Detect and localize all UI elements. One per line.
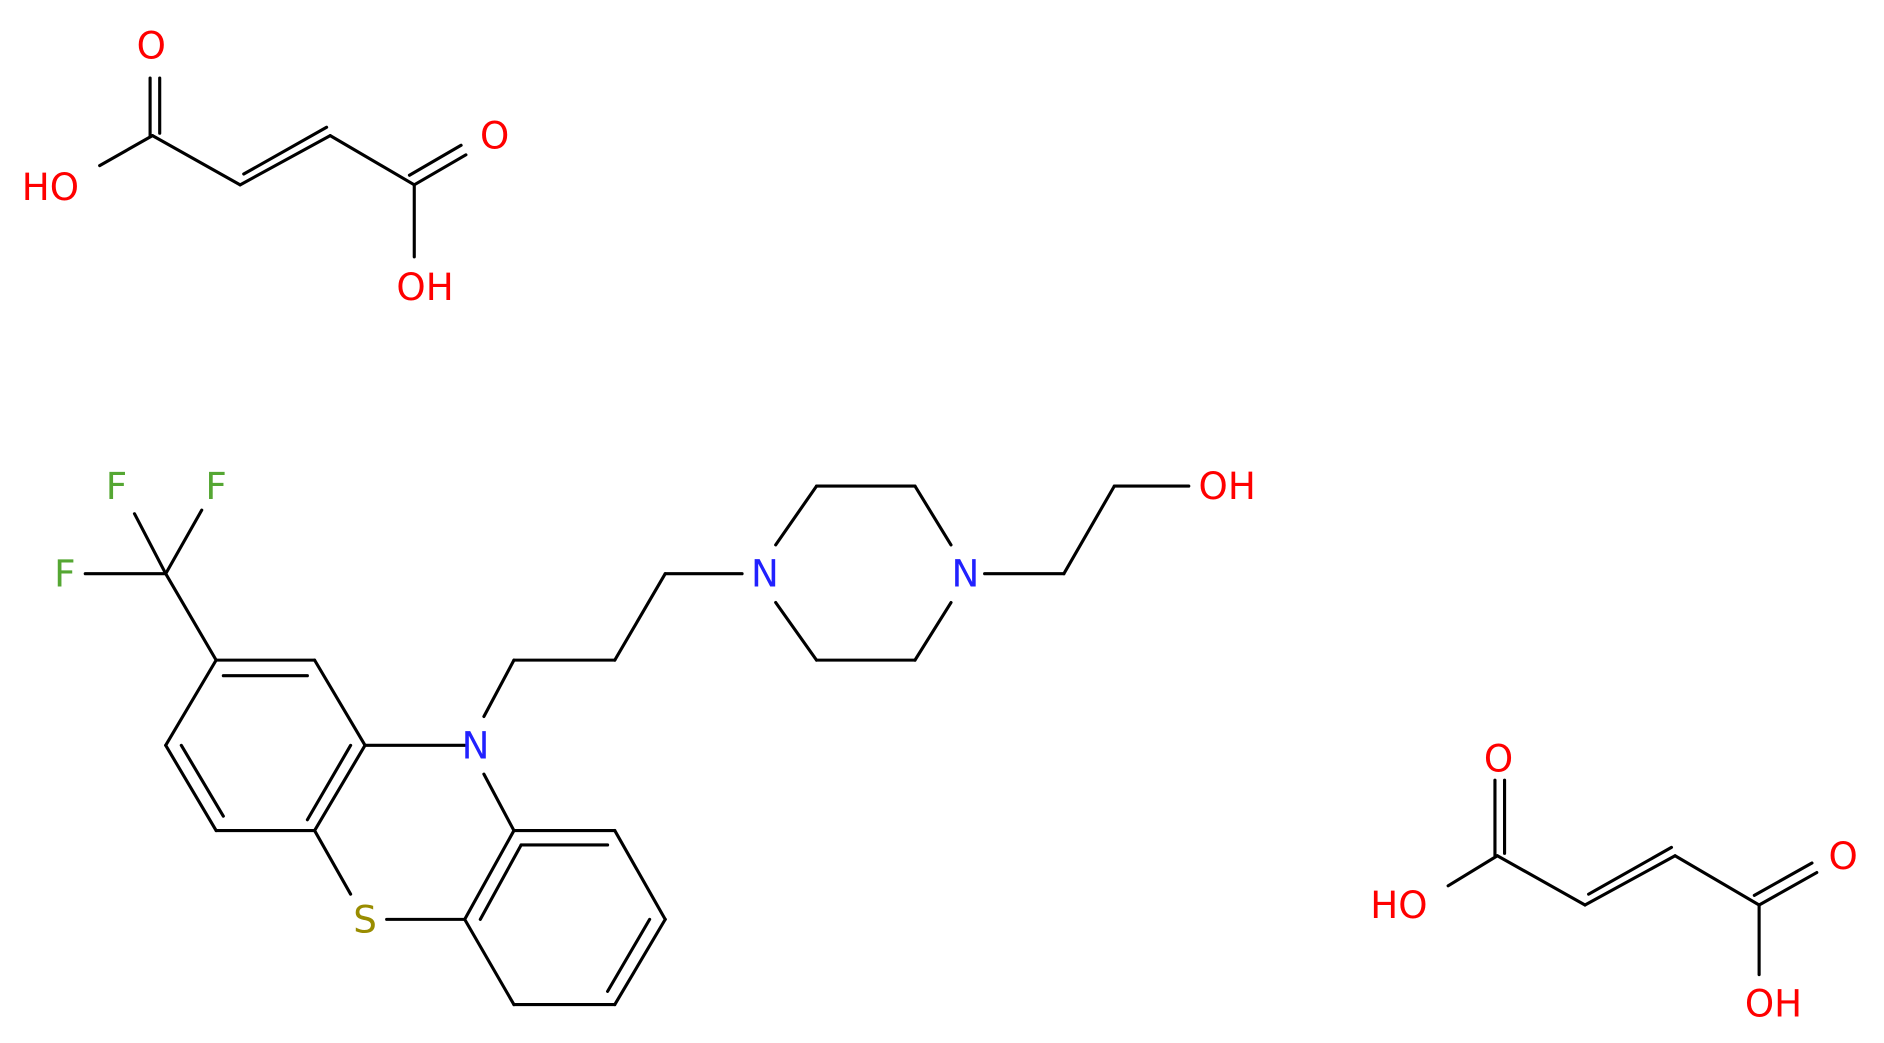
bond — [1757, 871, 1819, 907]
bond — [478, 843, 523, 921]
bond — [913, 600, 953, 662]
bond — [132, 512, 168, 576]
nitrogen-label: N — [462, 723, 490, 767]
bond — [179, 743, 225, 818]
fumaric-acid-bottom: O HO O OH — [1370, 737, 1858, 1026]
bond — [1446, 854, 1499, 888]
bond — [164, 658, 218, 747]
bond — [242, 125, 329, 176]
bond — [606, 917, 652, 993]
bond — [1587, 845, 1674, 896]
nitrogen-label: N — [951, 552, 979, 596]
bond — [238, 134, 332, 187]
bond — [1673, 854, 1761, 907]
bond — [98, 134, 155, 168]
bond — [150, 134, 242, 187]
bond — [613, 572, 667, 662]
bond — [412, 153, 468, 187]
bond — [313, 828, 353, 896]
bond — [463, 917, 516, 1007]
bond — [1583, 854, 1677, 907]
fluorine-label: F — [106, 464, 127, 508]
hydroxyl-label: OH — [396, 265, 453, 309]
bond — [328, 134, 416, 187]
bond — [774, 484, 819, 547]
bond — [613, 828, 667, 921]
bond — [613, 917, 667, 1007]
hydroxyl-label: OH — [1199, 464, 1256, 508]
bond — [913, 484, 953, 547]
oxygen-label: O — [1484, 737, 1513, 781]
bond — [313, 658, 367, 747]
bond — [1495, 854, 1587, 907]
bond — [1752, 861, 1814, 897]
oxygen-label: O — [137, 24, 166, 68]
oxygen-label: O — [1829, 834, 1858, 878]
hydroxyl-label: HO — [1370, 883, 1427, 927]
fluorine-label: F — [54, 552, 75, 596]
bond — [164, 572, 218, 662]
bond — [164, 743, 218, 833]
bond — [1062, 484, 1116, 576]
fluphenazine-molecule: F F F N S N N OH — [54, 464, 1256, 1007]
hydroxyl-label: OH — [1745, 981, 1802, 1025]
fumaric-acid-top: O HO O OH — [22, 24, 510, 309]
bond — [482, 658, 516, 719]
bond — [164, 508, 204, 576]
sulfur-label: S — [353, 897, 377, 941]
bond — [305, 743, 353, 822]
bond — [774, 600, 819, 662]
bond — [482, 772, 516, 833]
hydroxyl-label: HO — [22, 165, 79, 209]
bond — [313, 743, 367, 833]
fluorine-label: F — [205, 464, 226, 508]
bond — [407, 143, 463, 177]
nitrogen-label: N — [751, 552, 779, 596]
oxygen-label: O — [480, 114, 509, 158]
bond — [463, 828, 516, 921]
